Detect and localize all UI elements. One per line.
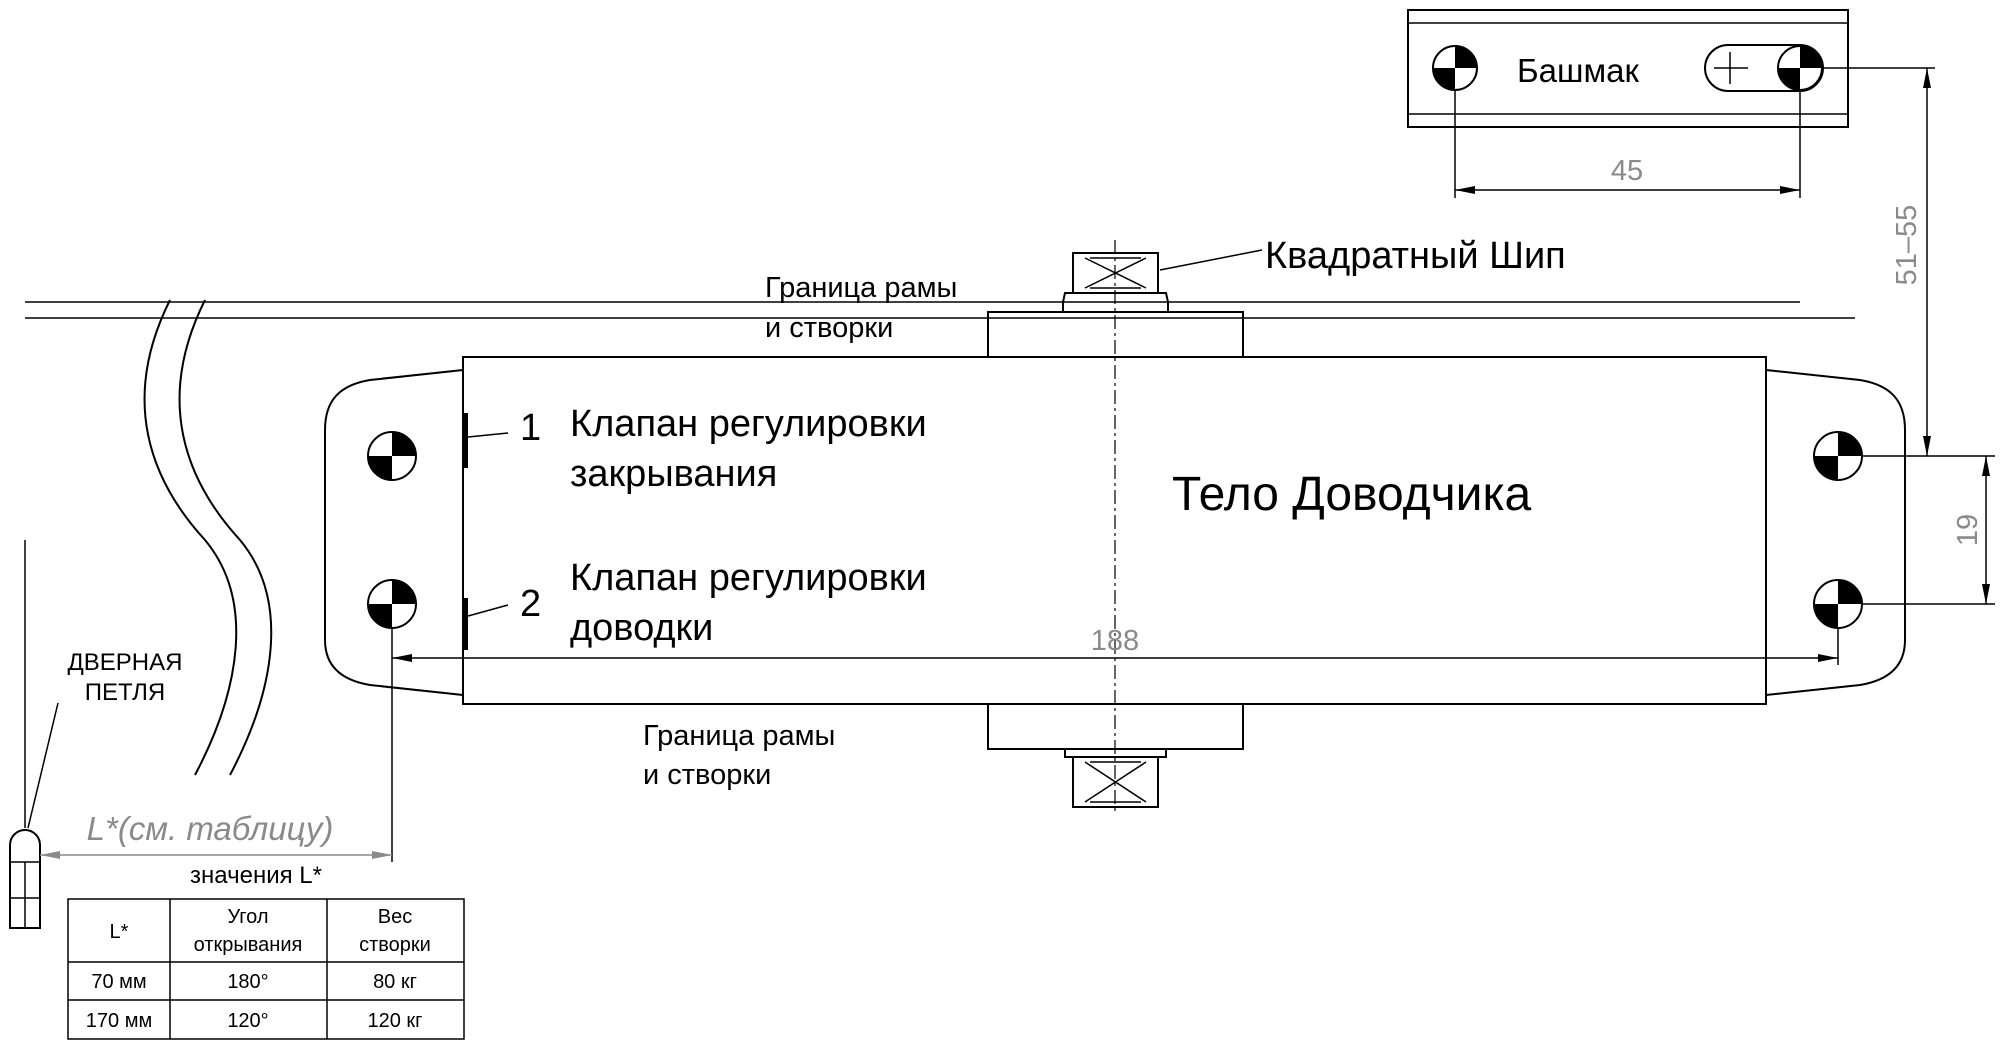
frame-border-top-line2: и створки (765, 312, 893, 344)
frame-border-top-line1: Граница рамы (765, 272, 957, 304)
shoe-hole-left-icon (1432, 45, 1478, 91)
dimension-19-label: 19 (1952, 514, 1984, 546)
dimension-19 (1862, 456, 1995, 605)
frame-lines (25, 301, 1855, 319)
door-hinge (9, 540, 59, 929)
valve2-label-line1: Клапан регулировки (570, 557, 927, 599)
dimension-188-label: 188 (1091, 625, 1139, 657)
valve2-label-line2: доводки (570, 607, 713, 649)
valve2-number: 2 (520, 583, 541, 625)
table-cell-r0-c0: 70 мм (91, 971, 146, 993)
table-cell-r0-c1: 180° (227, 971, 268, 993)
dimension-l-label: L*(см. таблицу) (87, 810, 334, 847)
table-header-weight-line2: створки (359, 934, 431, 956)
valve1-number: 1 (520, 407, 541, 449)
dimension-51-55 (1822, 67, 1995, 457)
hinge-label-line2: ПЕТЛЯ (85, 679, 165, 706)
dimension-l (40, 851, 392, 859)
table-header-angle-line1: Угол (227, 906, 268, 928)
shoe-hole-right-icon (1777, 45, 1823, 91)
dimension-45 (1454, 90, 1801, 198)
mount-hole-bottom-right-icon (1813, 579, 1863, 629)
table-header-weight-line1: Вес (378, 906, 412, 928)
table-cell-r0-c2: 80 кг (373, 971, 417, 993)
dimension-45-label: 45 (1611, 155, 1643, 187)
table-cell-r1-c2: 120 кг (368, 1010, 423, 1032)
square-pin-label: Квадратный Шип (1265, 235, 1566, 277)
shoe-label: Башмак (1517, 52, 1640, 89)
frame-border-bottom-line1: Граница рамы (643, 720, 835, 752)
table-header-angle-line2: открывания (194, 934, 303, 956)
valve1-label-line2: закрывания (570, 453, 777, 495)
table-cell-r1-c1: 120° (227, 1010, 268, 1032)
dimension-188 (391, 628, 1839, 862)
mount-hole-top-left-icon (367, 431, 417, 481)
table-cell-r1-c0: 170 мм (86, 1010, 152, 1032)
mount-hole-top-right-icon (1813, 431, 1863, 481)
body-label: Тело Доводчика (1172, 468, 1532, 521)
break-lines (143, 299, 273, 776)
table-caption: значения L* (190, 862, 322, 889)
values-table (67, 898, 465, 1040)
dimension-51-55-label: 51–55 (1891, 205, 1923, 286)
valve-markers (464, 413, 509, 650)
table-header-l: L* (110, 921, 129, 943)
valve1-label-line1: Клапан регулировки (570, 403, 927, 445)
frame-border-bottom-line2: и створки (643, 759, 771, 791)
mount-hole-bottom-left-icon (367, 579, 417, 629)
hinge-label-line1: ДВЕРНАЯ (68, 649, 183, 676)
